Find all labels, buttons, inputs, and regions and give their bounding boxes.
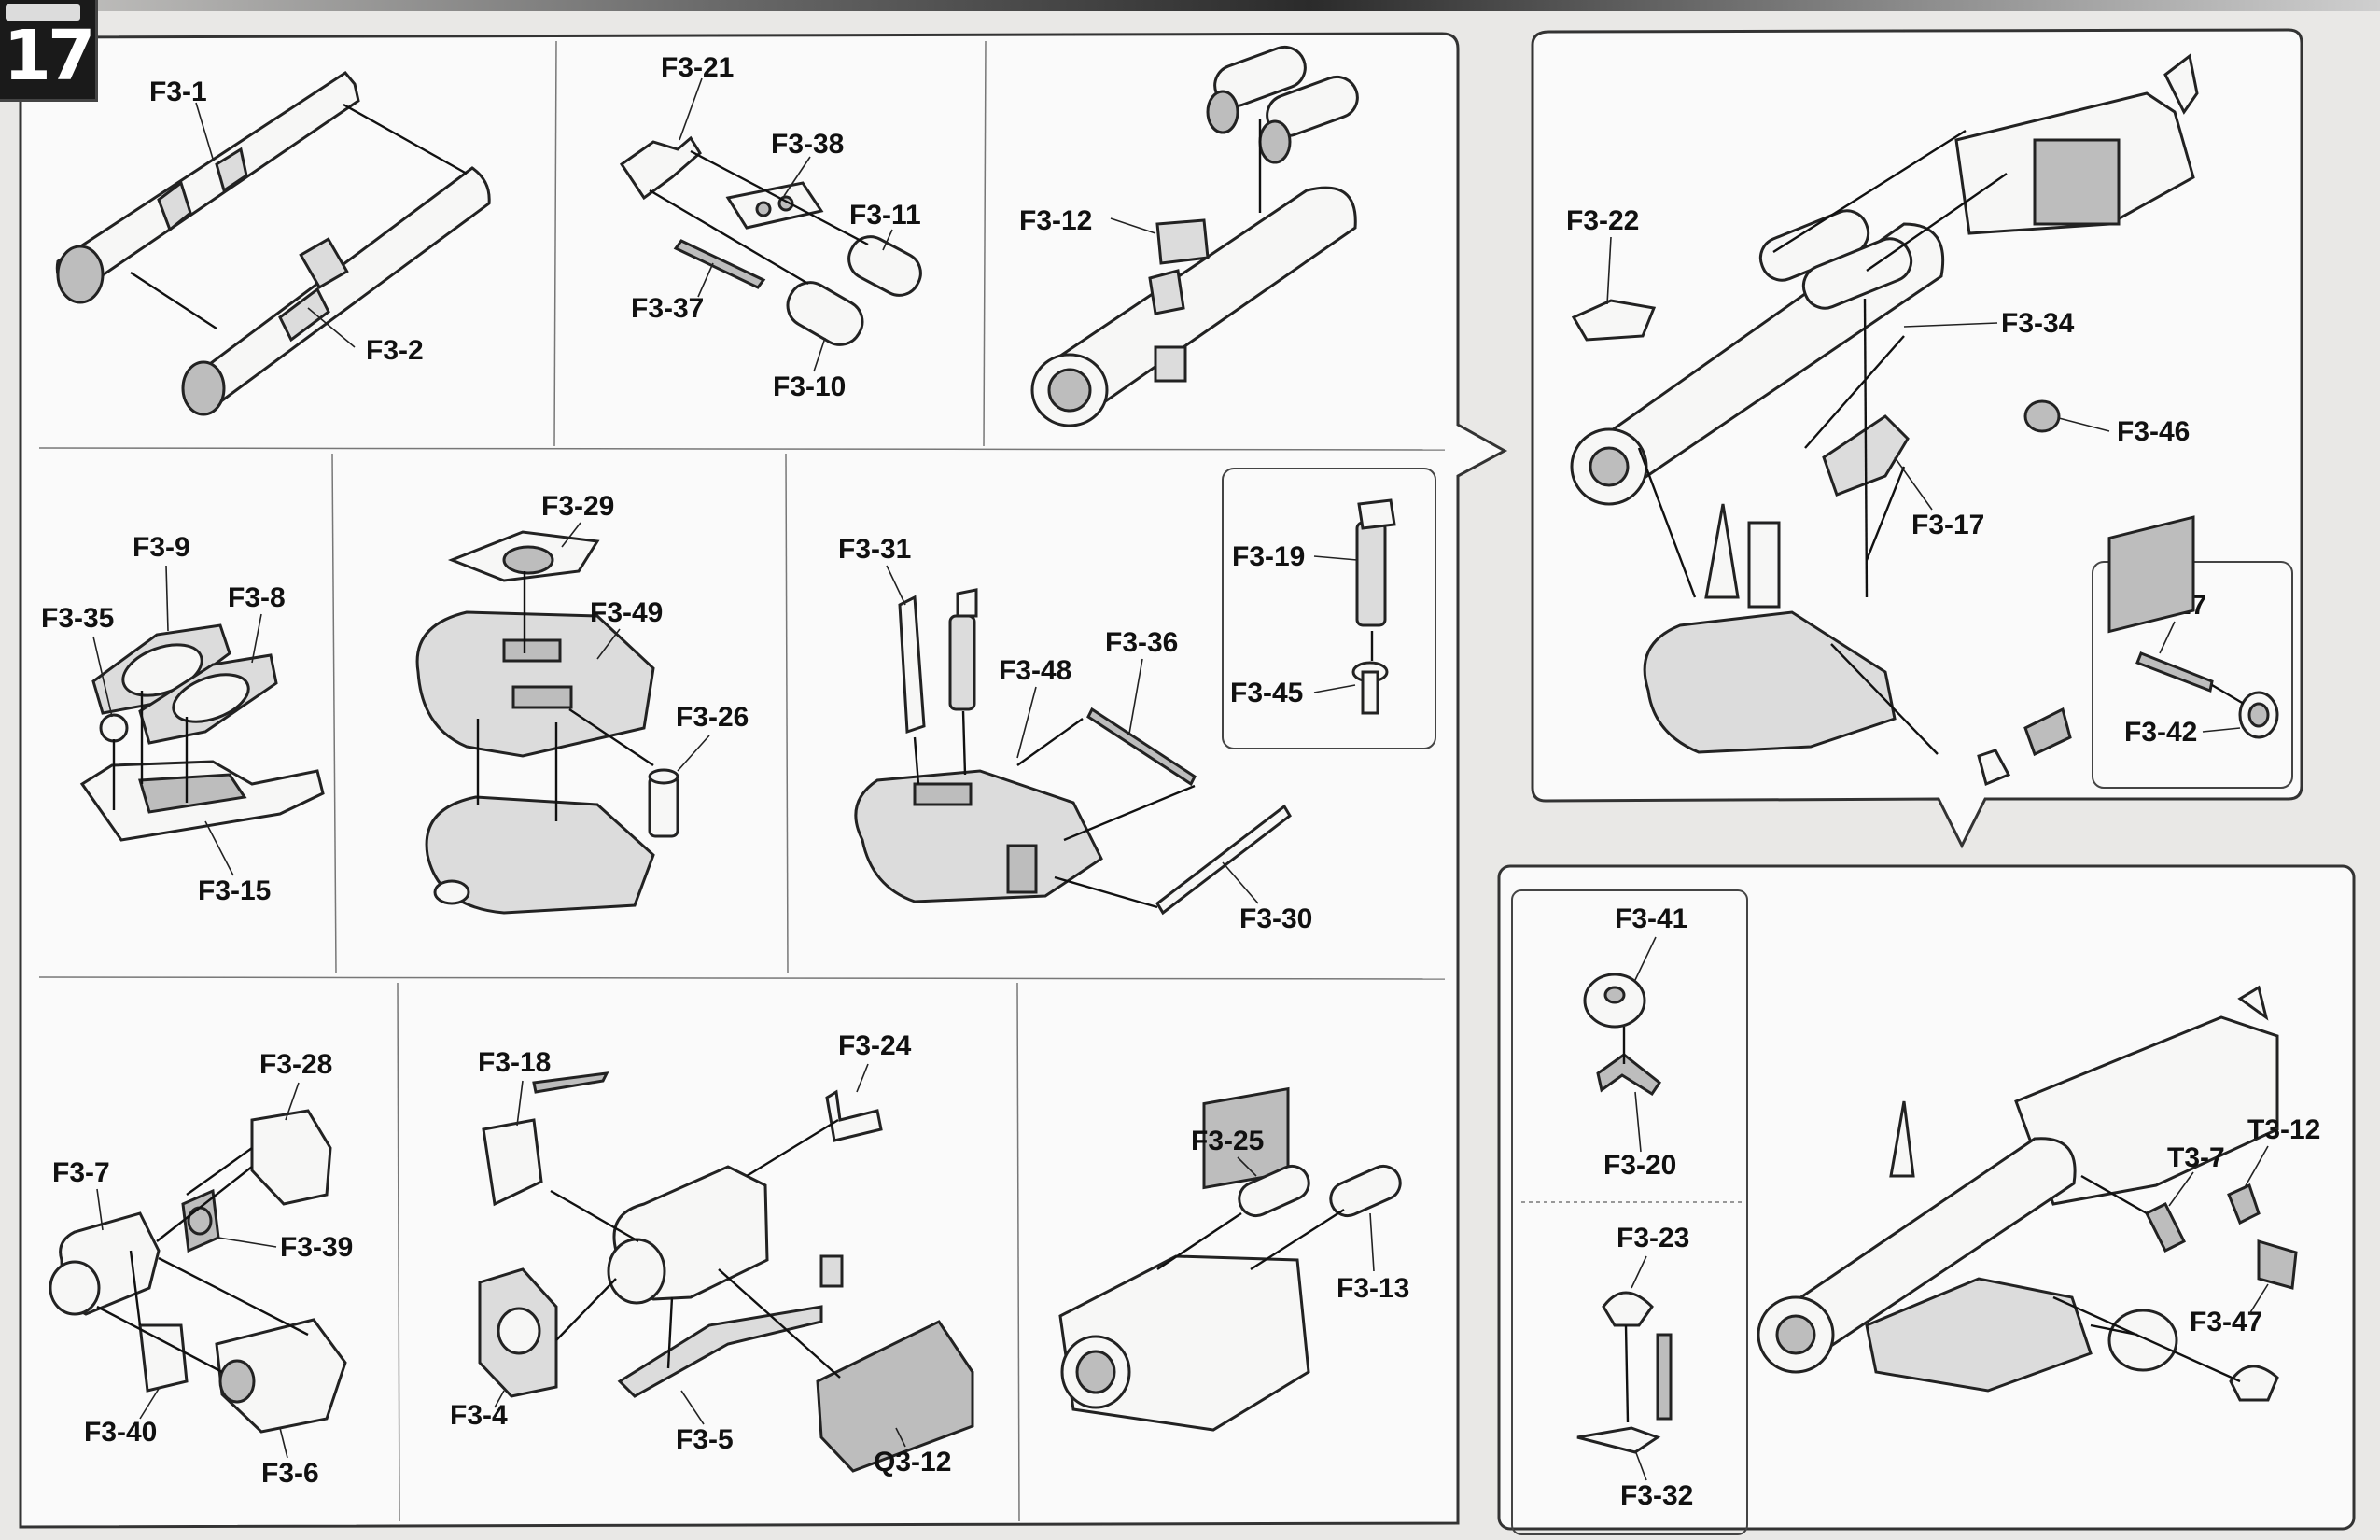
- label-f3-42: F3-42: [2124, 717, 2197, 748]
- mount-with-springs-illustration: [854, 588, 1292, 916]
- inset-f3-19-box: [1222, 468, 1436, 749]
- main-gun-assembly-illustration: [1570, 53, 2199, 787]
- label-f3-7: F3-7: [52, 1157, 110, 1188]
- label-f3-5: F3-5: [676, 1424, 734, 1455]
- label-f3-29: F3-29: [541, 491, 614, 522]
- label-t3-12: T3-12: [2247, 1114, 2320, 1145]
- label-f3-45: F3-45: [1230, 678, 1303, 708]
- label-f3-46: F3-46: [2117, 416, 2190, 447]
- left-instruction-panel: [19, 32, 1508, 1529]
- label-f3-1: F3-1: [149, 77, 207, 107]
- label-f3-6: F3-6: [261, 1458, 319, 1489]
- label-f3-23: F3-23: [1617, 1223, 1689, 1253]
- label-f3-12: F3-12: [1019, 205, 1092, 236]
- label-f3-18: F3-18: [478, 1047, 551, 1078]
- publisher-logo-icon: [6, 4, 80, 21]
- label-f3-26: F3-26: [676, 702, 749, 733]
- barrel-halves-illustration: [55, 71, 491, 416]
- handwheel-illustration: [2135, 651, 2279, 739]
- label-f3-8: F3-8: [228, 582, 286, 613]
- label-f3-32: F3-32: [1620, 1480, 1693, 1511]
- page-edge-strip: [0, 0, 2380, 11]
- label-f3-9: F3-9: [133, 532, 190, 563]
- step-number: 17: [3, 16, 96, 96]
- label-f3-19: F3-19: [1232, 541, 1305, 572]
- label-f3-34: F3-34: [2001, 308, 2075, 339]
- label-q3-12: Q3-12: [874, 1447, 951, 1477]
- label-f3-24: F3-24: [838, 1030, 912, 1061]
- spring-cylinder-illustration: [1351, 498, 1396, 715]
- label-f3-37: F3-37: [631, 293, 704, 324]
- label-f3-25: F3-25: [1191, 1126, 1264, 1156]
- label-f3-13: F3-13: [1337, 1273, 1409, 1304]
- label-f3-36: F3-36: [1105, 627, 1178, 658]
- label-f3-40: F3-40: [84, 1417, 157, 1448]
- cradle-plates-illustration: [79, 623, 325, 842]
- label-f3-30: F3-30: [1239, 903, 1312, 934]
- breech-cylinders-illustration: [1058, 1086, 1402, 1432]
- barrel-with-recoil-cylinders-illustration: [1030, 45, 1359, 427]
- label-f3-35: F3-35: [41, 603, 114, 634]
- label-f3-4: F3-4: [450, 1400, 508, 1431]
- step-number-badge: 17: [0, 0, 98, 102]
- completed-gun-assembly-illustration: [1757, 515, 2298, 1402]
- label-f3-41: F3-41: [1615, 903, 1687, 934]
- label-f3-48: F3-48: [999, 655, 1071, 686]
- sight-linkage-illustration: [619, 135, 922, 346]
- label-f3-21: F3-21: [661, 52, 734, 83]
- label-f3-17: F3-17: [1911, 510, 1984, 540]
- label-f3-38: F3-38: [771, 129, 844, 160]
- label-f3-49: F3-49: [590, 597, 663, 628]
- label-f3-39: F3-39: [280, 1232, 353, 1263]
- label-f3-10: F3-10: [773, 371, 846, 402]
- label-f3-22: F3-22: [1566, 205, 1639, 236]
- label-f3-28: F3-28: [259, 1049, 332, 1080]
- seat-bracket-illustration: [1576, 1291, 1673, 1454]
- breech-block-parts-illustration: [49, 1109, 347, 1434]
- label-f3-11: F3-11: [849, 200, 921, 231]
- elevation-handwheel-illustration: [1583, 973, 1662, 1097]
- label-f3-31: F3-31: [838, 534, 911, 565]
- label-f3-20: F3-20: [1603, 1150, 1676, 1181]
- label-f3-2: F3-2: [366, 335, 424, 366]
- mount-base-assembly-illustration: [415, 530, 679, 915]
- breech-housing-illustration: [478, 1071, 974, 1473]
- label-t3-7: T3-7: [2167, 1142, 2225, 1173]
- label-f3-15: F3-15: [198, 875, 271, 906]
